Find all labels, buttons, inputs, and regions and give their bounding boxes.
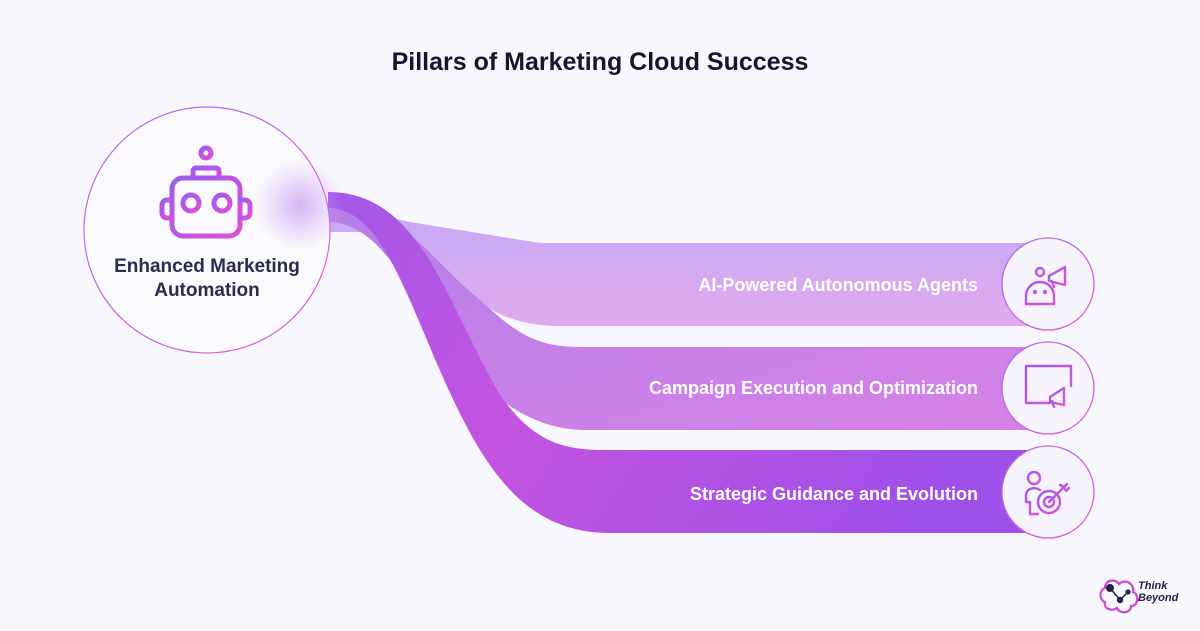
robot-icon [159, 145, 253, 239]
pillar-icon-circle-1 [1001, 237, 1095, 331]
person-target-icon [1024, 470, 1071, 516]
page-title: Pillars of Marketing Cloud Success [391, 48, 809, 76]
pillar-label-campaign: Campaign Execution and Optimization [648, 378, 978, 398]
think-beyond-logo [1099, 579, 1139, 614]
pillar-icon-circle-2 [1001, 341, 1095, 435]
ribbon-ai-agents [328, 215, 1050, 326]
hub-label: Enhanced Marketing Automation [114, 256, 300, 301]
logo-line1: Think [1138, 580, 1168, 592]
logo-line2: Beyond [1138, 592, 1179, 604]
hub-circle [83, 106, 345, 354]
ribbon-strategy [328, 192, 1050, 533]
ribbon-campaign [328, 203, 1050, 430]
pillar-icon-circle-3 [1001, 445, 1095, 539]
pillar-label-strategy: Strategic Guidance and Evolution [689, 484, 978, 504]
pillar-label-ai-agents: AI-Powered Autonomous Agents [698, 275, 978, 295]
robot-megaphone-icon [1024, 265, 1067, 306]
calendar-megaphone-icon [1024, 364, 1073, 409]
